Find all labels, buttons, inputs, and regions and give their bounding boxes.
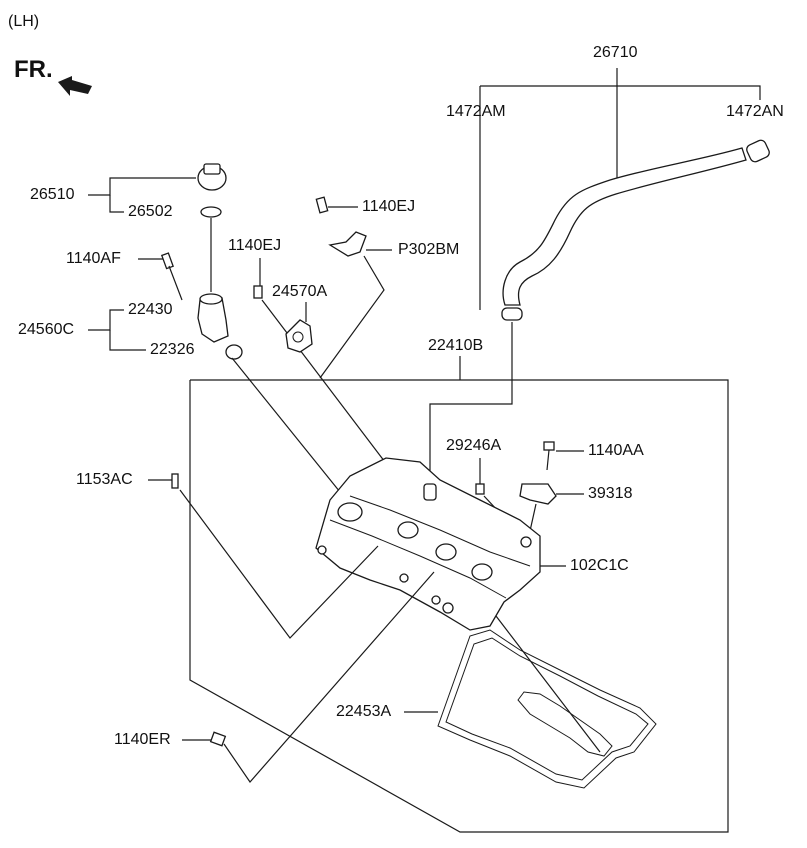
bolt-1140AF-shank xyxy=(168,265,183,301)
part-label-29246A: 29246A xyxy=(446,437,502,454)
cover-boss-2 xyxy=(399,573,409,583)
cap-seal xyxy=(200,206,222,218)
valve-cover-ridge xyxy=(329,519,507,599)
bolt-1140AA-shank xyxy=(546,449,550,471)
part-label-24570A: 24570A xyxy=(272,283,328,300)
front-direction-arrow-icon xyxy=(58,76,92,96)
part-label-1153AC: 1153AC xyxy=(76,471,133,488)
part-label-26510: 26510 xyxy=(30,186,75,203)
assembly-frame xyxy=(189,379,729,833)
oil-filler-cap-grip xyxy=(203,163,221,175)
bolt-1140AA xyxy=(543,441,555,451)
bracket-26502 xyxy=(109,195,124,213)
leader-P302BM-down xyxy=(319,255,385,379)
bolt-1140EJ-lower xyxy=(253,285,263,299)
part-label-24560C: 24560C xyxy=(18,321,75,338)
cover-boss-1 xyxy=(317,545,327,555)
part-label-1472AN: 1472AN xyxy=(726,103,784,120)
part-label-1140EJ-lower: 1140EJ xyxy=(228,237,282,254)
part-label-26710: 26710 xyxy=(593,44,638,61)
valve-cover xyxy=(315,457,541,631)
o-ring-22326 xyxy=(225,344,243,360)
part-label-39318: 39318 xyxy=(588,485,633,502)
part-label-1140ER: 1140ER xyxy=(114,731,171,748)
leader-hose-to-cover xyxy=(429,322,513,488)
part-label-1140EJ-upper: 1140EJ xyxy=(362,198,416,215)
spark-plug-port-3 xyxy=(471,563,493,581)
oring-to-cover-line xyxy=(231,357,341,493)
bolt-1140ER xyxy=(209,731,227,747)
cover-gasket-22453A-inner xyxy=(445,637,649,781)
gasket-24570A-hole xyxy=(292,331,304,343)
pcv-outlet xyxy=(423,483,437,501)
part-label-22430: 22430 xyxy=(128,301,173,318)
sensor-29246A xyxy=(475,483,485,495)
valve-cover-ridge-2 xyxy=(349,495,531,567)
filler-neck xyxy=(197,297,229,343)
bracket-P302BM xyxy=(328,231,367,257)
cover-boss-3 xyxy=(431,595,441,605)
breather-hose xyxy=(502,147,747,306)
gasket-24570A xyxy=(285,319,313,353)
hose-clamp-1472AM xyxy=(501,307,523,321)
part-label-1140AA: 1140AA xyxy=(588,442,644,459)
stud-1153AC xyxy=(171,473,179,489)
cover-boss-5 xyxy=(520,536,532,548)
oil-filler-port xyxy=(337,502,363,522)
gasket-to-cover-line xyxy=(495,615,601,753)
filler-neck-top xyxy=(199,293,223,305)
bracket-26510 xyxy=(88,177,196,196)
cover-boss-4 xyxy=(442,602,454,614)
bracket-22326 xyxy=(109,330,146,351)
bolt-1140EJ-upper xyxy=(315,196,329,214)
part-label-22453A: 22453A xyxy=(336,703,392,720)
spark-plug-gasket xyxy=(517,691,613,757)
cam-sensor-39318 xyxy=(519,483,557,505)
front-direction-label: FR. xyxy=(14,56,53,83)
spark-plug-port-1 xyxy=(397,521,419,539)
hose-clamp-1472AN xyxy=(746,139,770,163)
stud-1153AC-to-cover xyxy=(179,489,379,639)
bolt-1140EJ-lower-to-cover xyxy=(261,299,389,467)
bracket-24560C xyxy=(88,309,124,331)
cover-gasket-22453A xyxy=(437,629,657,789)
part-label-26502: 26502 xyxy=(128,203,173,220)
part-label-102C1C: 102C1C xyxy=(570,557,629,574)
variant-label: (LH) xyxy=(8,13,40,30)
leader-26710-top xyxy=(480,85,761,100)
part-label-1140AF: 1140AF xyxy=(66,250,121,267)
part-label-1472AM: 1472AM xyxy=(446,103,506,120)
part-label-22410B: 22410B xyxy=(428,337,484,354)
part-label-22326: 22326 xyxy=(150,341,195,358)
part-label-P302BM: P302BM xyxy=(398,241,460,258)
spark-plug-port-2 xyxy=(435,543,457,561)
bolt-1140AF xyxy=(160,252,174,270)
bolt-1140ER-to-cover xyxy=(223,571,435,783)
